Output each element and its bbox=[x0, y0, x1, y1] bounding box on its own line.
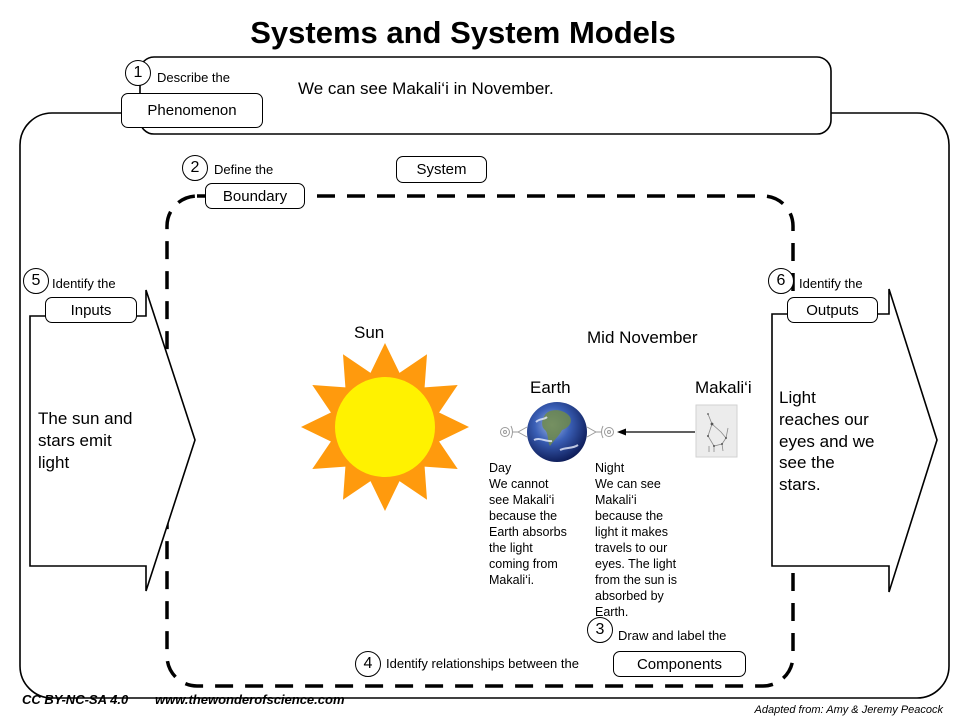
makalii-label: Makali‘i bbox=[695, 378, 752, 397]
day-line: see Makali‘i bbox=[489, 493, 555, 507]
components-label: Components bbox=[613, 651, 746, 677]
eye-icon bbox=[586, 425, 614, 439]
night-line: from the sun is bbox=[595, 573, 677, 587]
system-boundary bbox=[165, 194, 795, 688]
relationships-prompt: Identify relationships between the bbox=[386, 656, 579, 671]
night-explanation: Night We can see Makali‘i because the li… bbox=[595, 460, 677, 620]
sun-icon bbox=[301, 343, 469, 511]
inputs-label-text: Inputs bbox=[70, 301, 112, 319]
night-line: light it makes bbox=[595, 525, 668, 539]
night-line: absorbed by bbox=[595, 589, 664, 603]
outputs-label-text: Outputs bbox=[806, 301, 859, 319]
step-2-badge: 2 bbox=[182, 155, 208, 181]
website-text: www.thewonderofscience.com bbox=[155, 692, 345, 707]
boundary-label: Boundary bbox=[205, 183, 305, 209]
step-1-badge: 1 bbox=[125, 60, 151, 86]
earth-label: Earth bbox=[530, 378, 571, 397]
outputs-line: Light bbox=[779, 388, 816, 407]
components-label-text: Components bbox=[636, 655, 723, 673]
night-line: eyes. The light bbox=[595, 557, 677, 571]
day-line: Earth absorbs bbox=[489, 525, 567, 539]
boundary-prompt: Define the bbox=[214, 162, 274, 177]
night-line: because the bbox=[595, 509, 664, 523]
time-label: Mid November bbox=[587, 328, 698, 347]
earth-globe-icon bbox=[527, 402, 587, 462]
phenomenon-label-text: Phenomenon bbox=[147, 102, 237, 119]
phenomenon-text: We can see Makali‘i in November. bbox=[298, 79, 554, 98]
day-explanation: Day We cannot see Makali‘i because the E… bbox=[489, 460, 567, 588]
outputs-prompt: Identify the bbox=[799, 276, 863, 291]
inputs-line: light bbox=[38, 452, 70, 472]
license-text: CC BY-NC-SA 4.0 bbox=[22, 692, 129, 707]
outputs-description: Light reaches our eyes and we see the st… bbox=[779, 387, 874, 496]
outputs-line: eyes and we bbox=[779, 431, 875, 451]
outputs-label: Outputs bbox=[787, 297, 878, 323]
day-line: the light bbox=[489, 541, 533, 555]
makalii-star-chart-icon bbox=[695, 404, 738, 458]
night-line: We can see bbox=[595, 477, 661, 491]
day-line: Day bbox=[489, 461, 512, 475]
step-6-badge: 6 bbox=[768, 268, 794, 294]
outputs-line: see the bbox=[779, 453, 835, 473]
outputs-line: stars. bbox=[779, 475, 821, 495]
day-line: because the bbox=[489, 509, 558, 523]
components-prompt: Draw and label the bbox=[618, 628, 727, 643]
inputs-line: The sun and bbox=[38, 409, 133, 428]
night-line: Night bbox=[595, 461, 625, 475]
sun-label: Sun bbox=[354, 323, 385, 342]
outputs-arrow bbox=[771, 288, 938, 593]
step-5-badge: 5 bbox=[23, 268, 49, 294]
credit-text: Adapted from: Amy & Jeremy Peacock bbox=[754, 704, 944, 716]
inputs-arrow bbox=[29, 289, 196, 592]
step-3-badge: 3 bbox=[587, 617, 613, 643]
inputs-prompt: Identify the bbox=[52, 276, 116, 291]
phenomenon-prompt: Describe the bbox=[157, 70, 230, 85]
inputs-line: stars emit bbox=[38, 430, 112, 450]
day-line: coming from bbox=[489, 557, 558, 571]
system-label: System bbox=[396, 156, 487, 183]
sun-core bbox=[335, 377, 435, 477]
eye-icon bbox=[500, 425, 528, 439]
day-line: We cannot bbox=[489, 477, 549, 491]
night-line: travels to our bbox=[595, 541, 668, 555]
day-line: Makali‘i. bbox=[489, 573, 535, 587]
night-line: Makali‘i bbox=[595, 493, 637, 507]
page-title: Systems and System Models bbox=[250, 15, 676, 50]
night-line: Earth. bbox=[595, 605, 629, 619]
earth-continent bbox=[542, 410, 571, 446]
inputs-label: Inputs bbox=[45, 297, 137, 323]
earth-clouds bbox=[533, 416, 579, 451]
phenomenon-label: Phenomenon bbox=[121, 93, 263, 128]
inputs-description: The sun and stars emit light bbox=[38, 408, 133, 473]
system-label-text: System bbox=[416, 161, 467, 178]
step-4-badge: 4 bbox=[355, 651, 381, 677]
outputs-line: reaches our bbox=[779, 409, 869, 429]
arrow-left-icon bbox=[617, 428, 695, 436]
boundary-label-text: Boundary bbox=[222, 187, 288, 205]
